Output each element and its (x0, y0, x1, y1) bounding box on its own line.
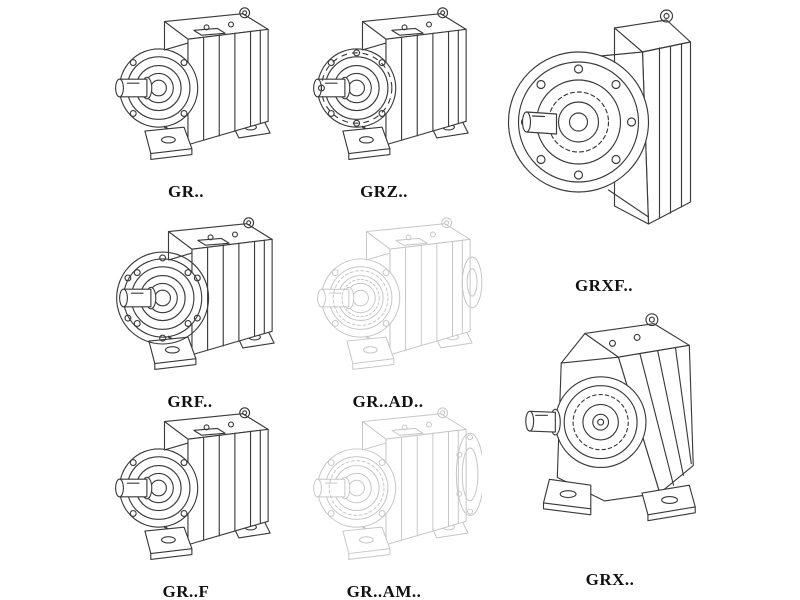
gearbox-label-grx: GRX.. (585, 570, 635, 589)
gearbox-label-gr: GR.. (168, 182, 204, 201)
gearbox-label-grxf: GRXF.. (574, 276, 634, 295)
gearbox-figure-grx: GRX.. (494, 300, 726, 590)
gearbox-drawing-gr-f (88, 402, 284, 578)
gearbox-figure-gr-f: GR..F (88, 402, 284, 600)
gearbox-figure-grz: GRZ.. (286, 2, 482, 202)
gearbox-drawing-grz (286, 2, 482, 178)
gearbox-figure-gr: GR.. (88, 2, 284, 202)
gearbox-figure-gr-ad: GR..AD.. (290, 212, 486, 412)
gearbox-label-gr-am: GR..AM.. (346, 582, 422, 600)
gearbox-figure-grf: GRF.. (92, 212, 288, 412)
gearbox-drawing-grx (494, 300, 726, 566)
gearbox-label-grz: GRZ.. (360, 182, 408, 201)
gearbox-drawing-grxf (496, 2, 712, 272)
gearbox-figure-gr-am: GR..AM.. (286, 402, 482, 600)
gearbox-drawing-grf (116, 212, 288, 388)
gearbox-drawing-gr (88, 2, 284, 178)
gearbox-label-grf: GRF.. (167, 392, 213, 411)
gearbox-label-gr-f: GR..F (162, 582, 210, 600)
gearbox-drawing-gr-ad (290, 212, 483, 388)
gearbox-drawing-gr-am (286, 402, 482, 578)
gearbox-label-gr-ad: GR..AD.. (352, 392, 424, 411)
gearbox-figure-grxf: GRXF.. (496, 2, 712, 296)
